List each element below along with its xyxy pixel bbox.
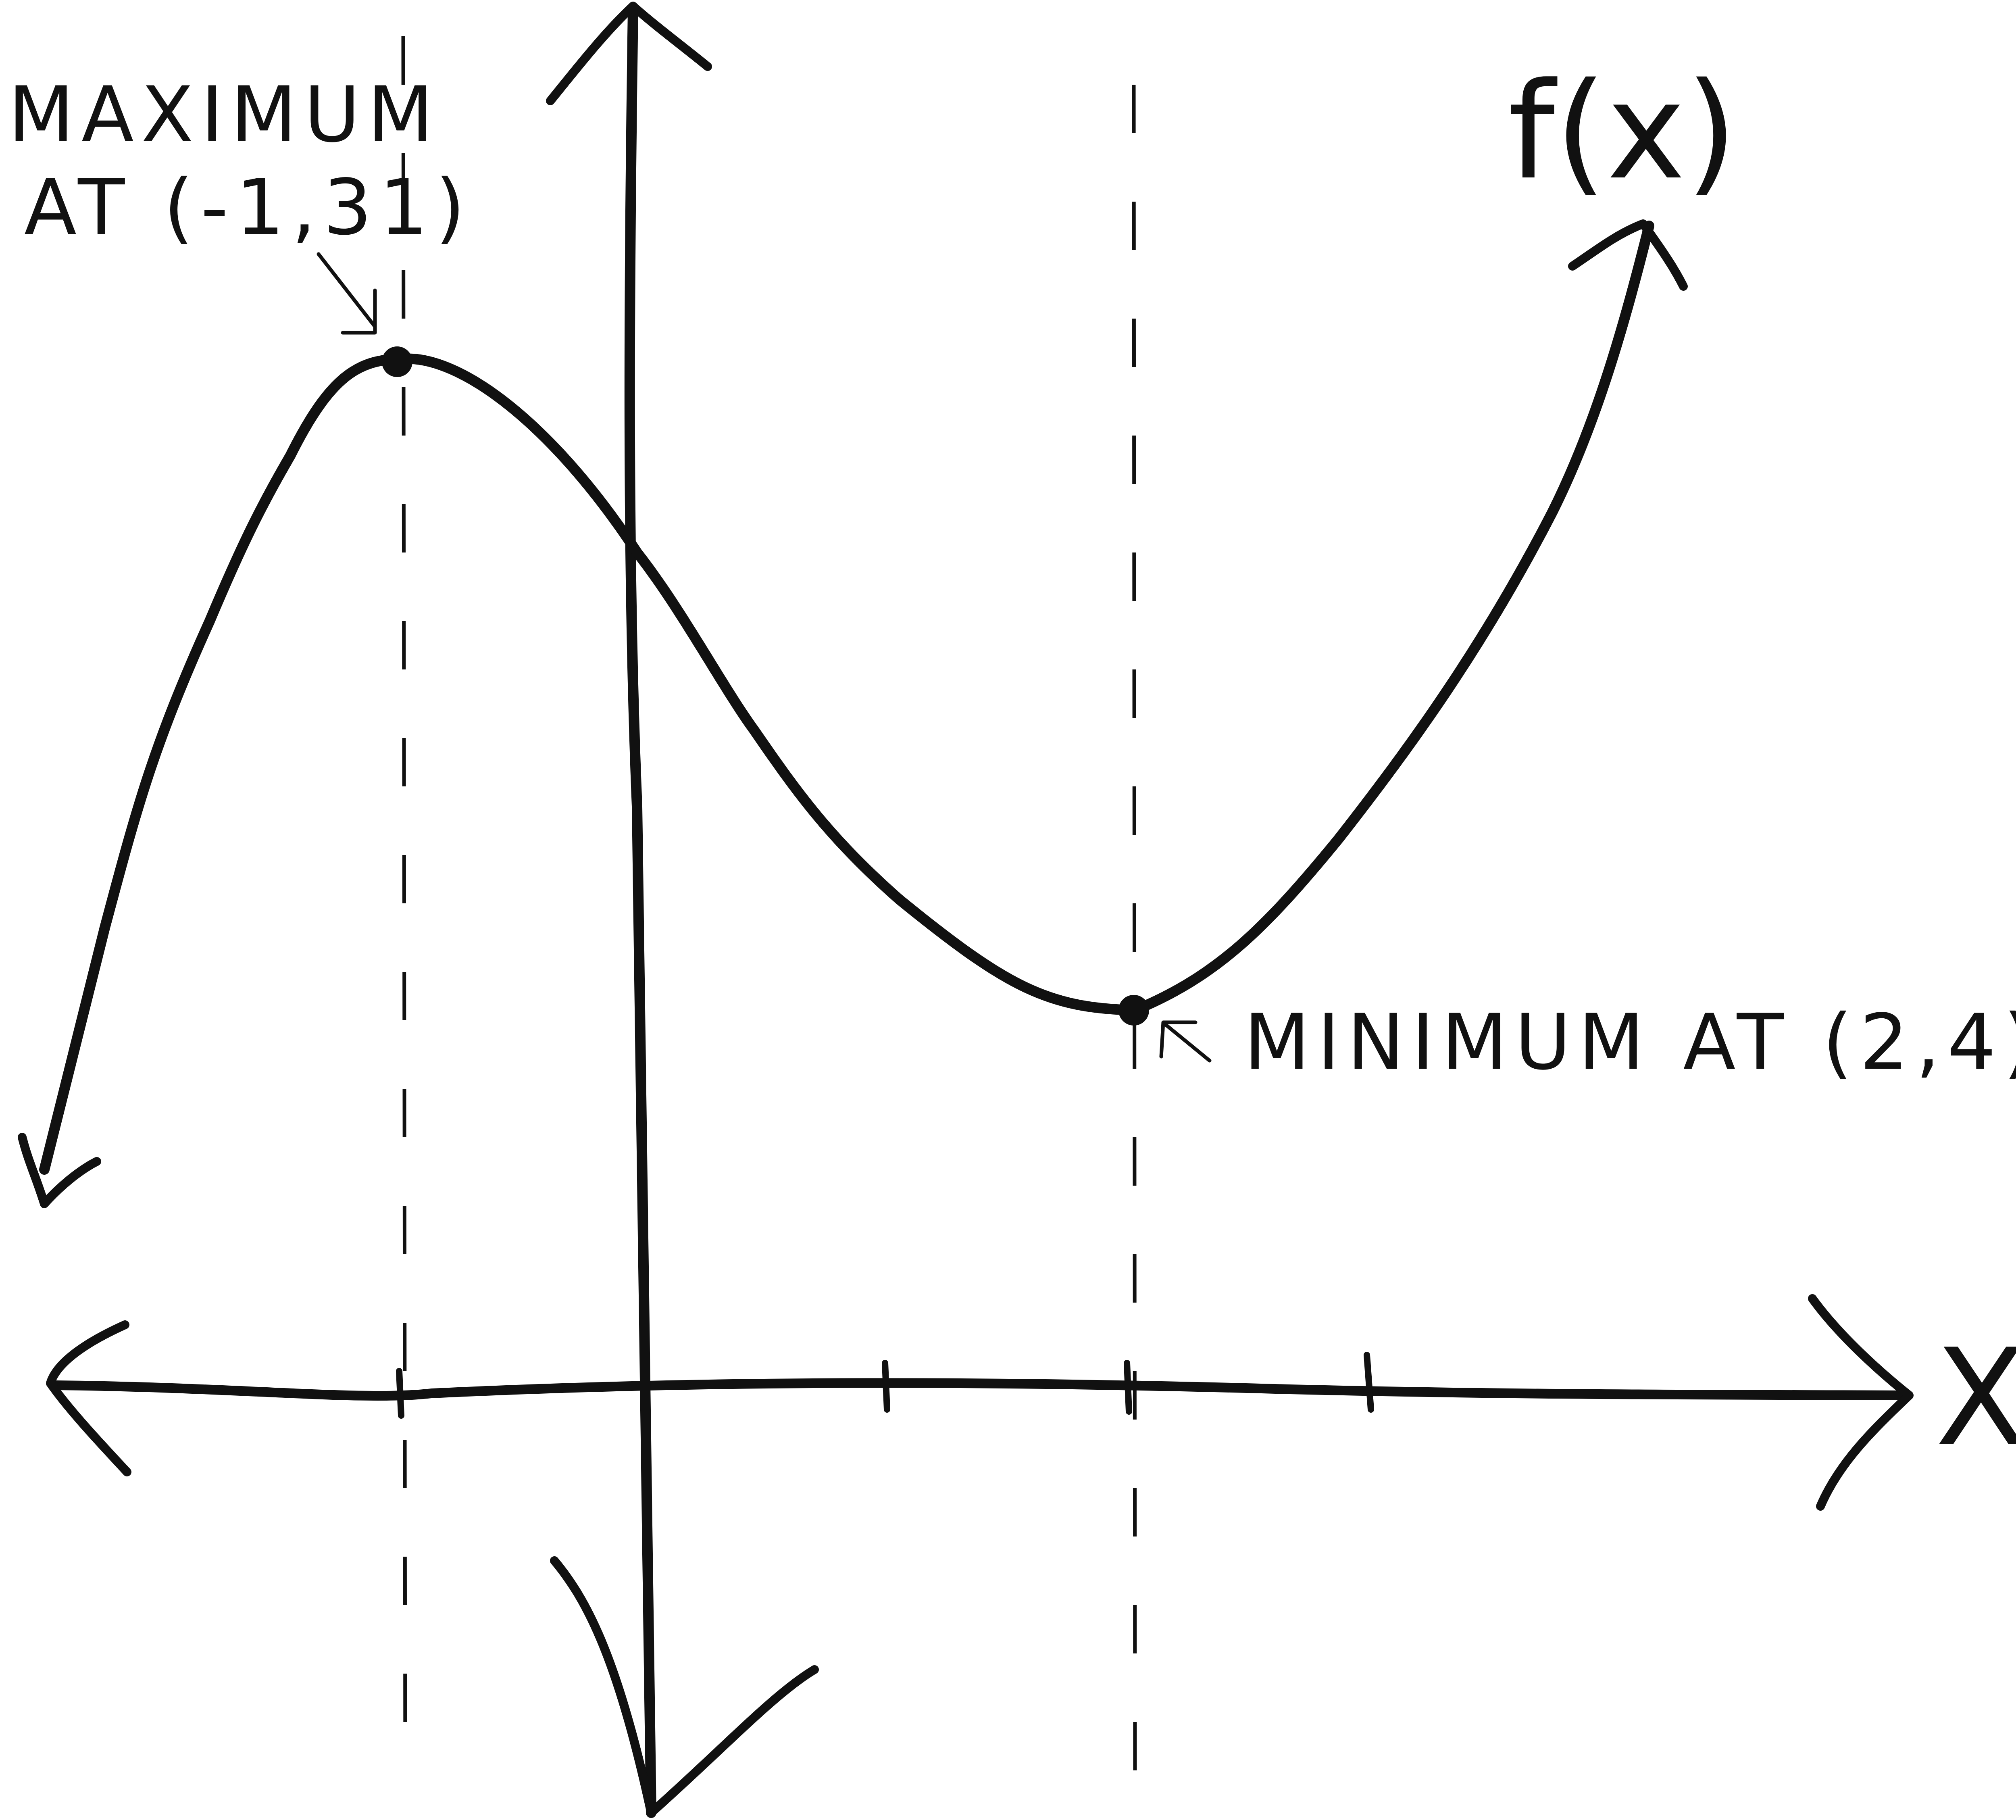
minimum-pointer-arrow (1159, 1020, 1212, 1063)
maximum-pointer-arrow (317, 252, 377, 335)
minimum-point (1118, 995, 1149, 1026)
minimum-label: MINIMUM AT (2,4) (1244, 998, 2016, 1087)
x-axis-left-arrow (46, 1320, 131, 1476)
curve-left-arrow (18, 1133, 101, 1208)
curve-right-arrow (1568, 219, 1688, 291)
x-tick-mark (1124, 1360, 1132, 1415)
x-tick-mark (882, 1360, 890, 1413)
maximum-label-line1: MAXIMUM (8, 70, 441, 159)
maximum-label-line2: AT (-1,31) (24, 163, 473, 252)
max-guide-dashed-line (401, 36, 407, 1783)
y-axis-bottom-arrow (550, 1556, 819, 1817)
x-axis-line (52, 1378, 1912, 1401)
x-tick-mark (396, 1368, 404, 1419)
y-axis-label: f(x) (1508, 54, 1737, 209)
maximum-point (382, 346, 412, 377)
y-axis-top-arrow (546, 2, 712, 105)
x-axis-label: X (1935, 1320, 2016, 1475)
y-axis-line (624, 5, 656, 1818)
min-guide-dashed-line (1132, 84, 1137, 1783)
x-axis-right-arrow (1808, 1294, 1914, 1511)
function-curve (39, 221, 1654, 1175)
x-tick-mark (1364, 1352, 1374, 1413)
